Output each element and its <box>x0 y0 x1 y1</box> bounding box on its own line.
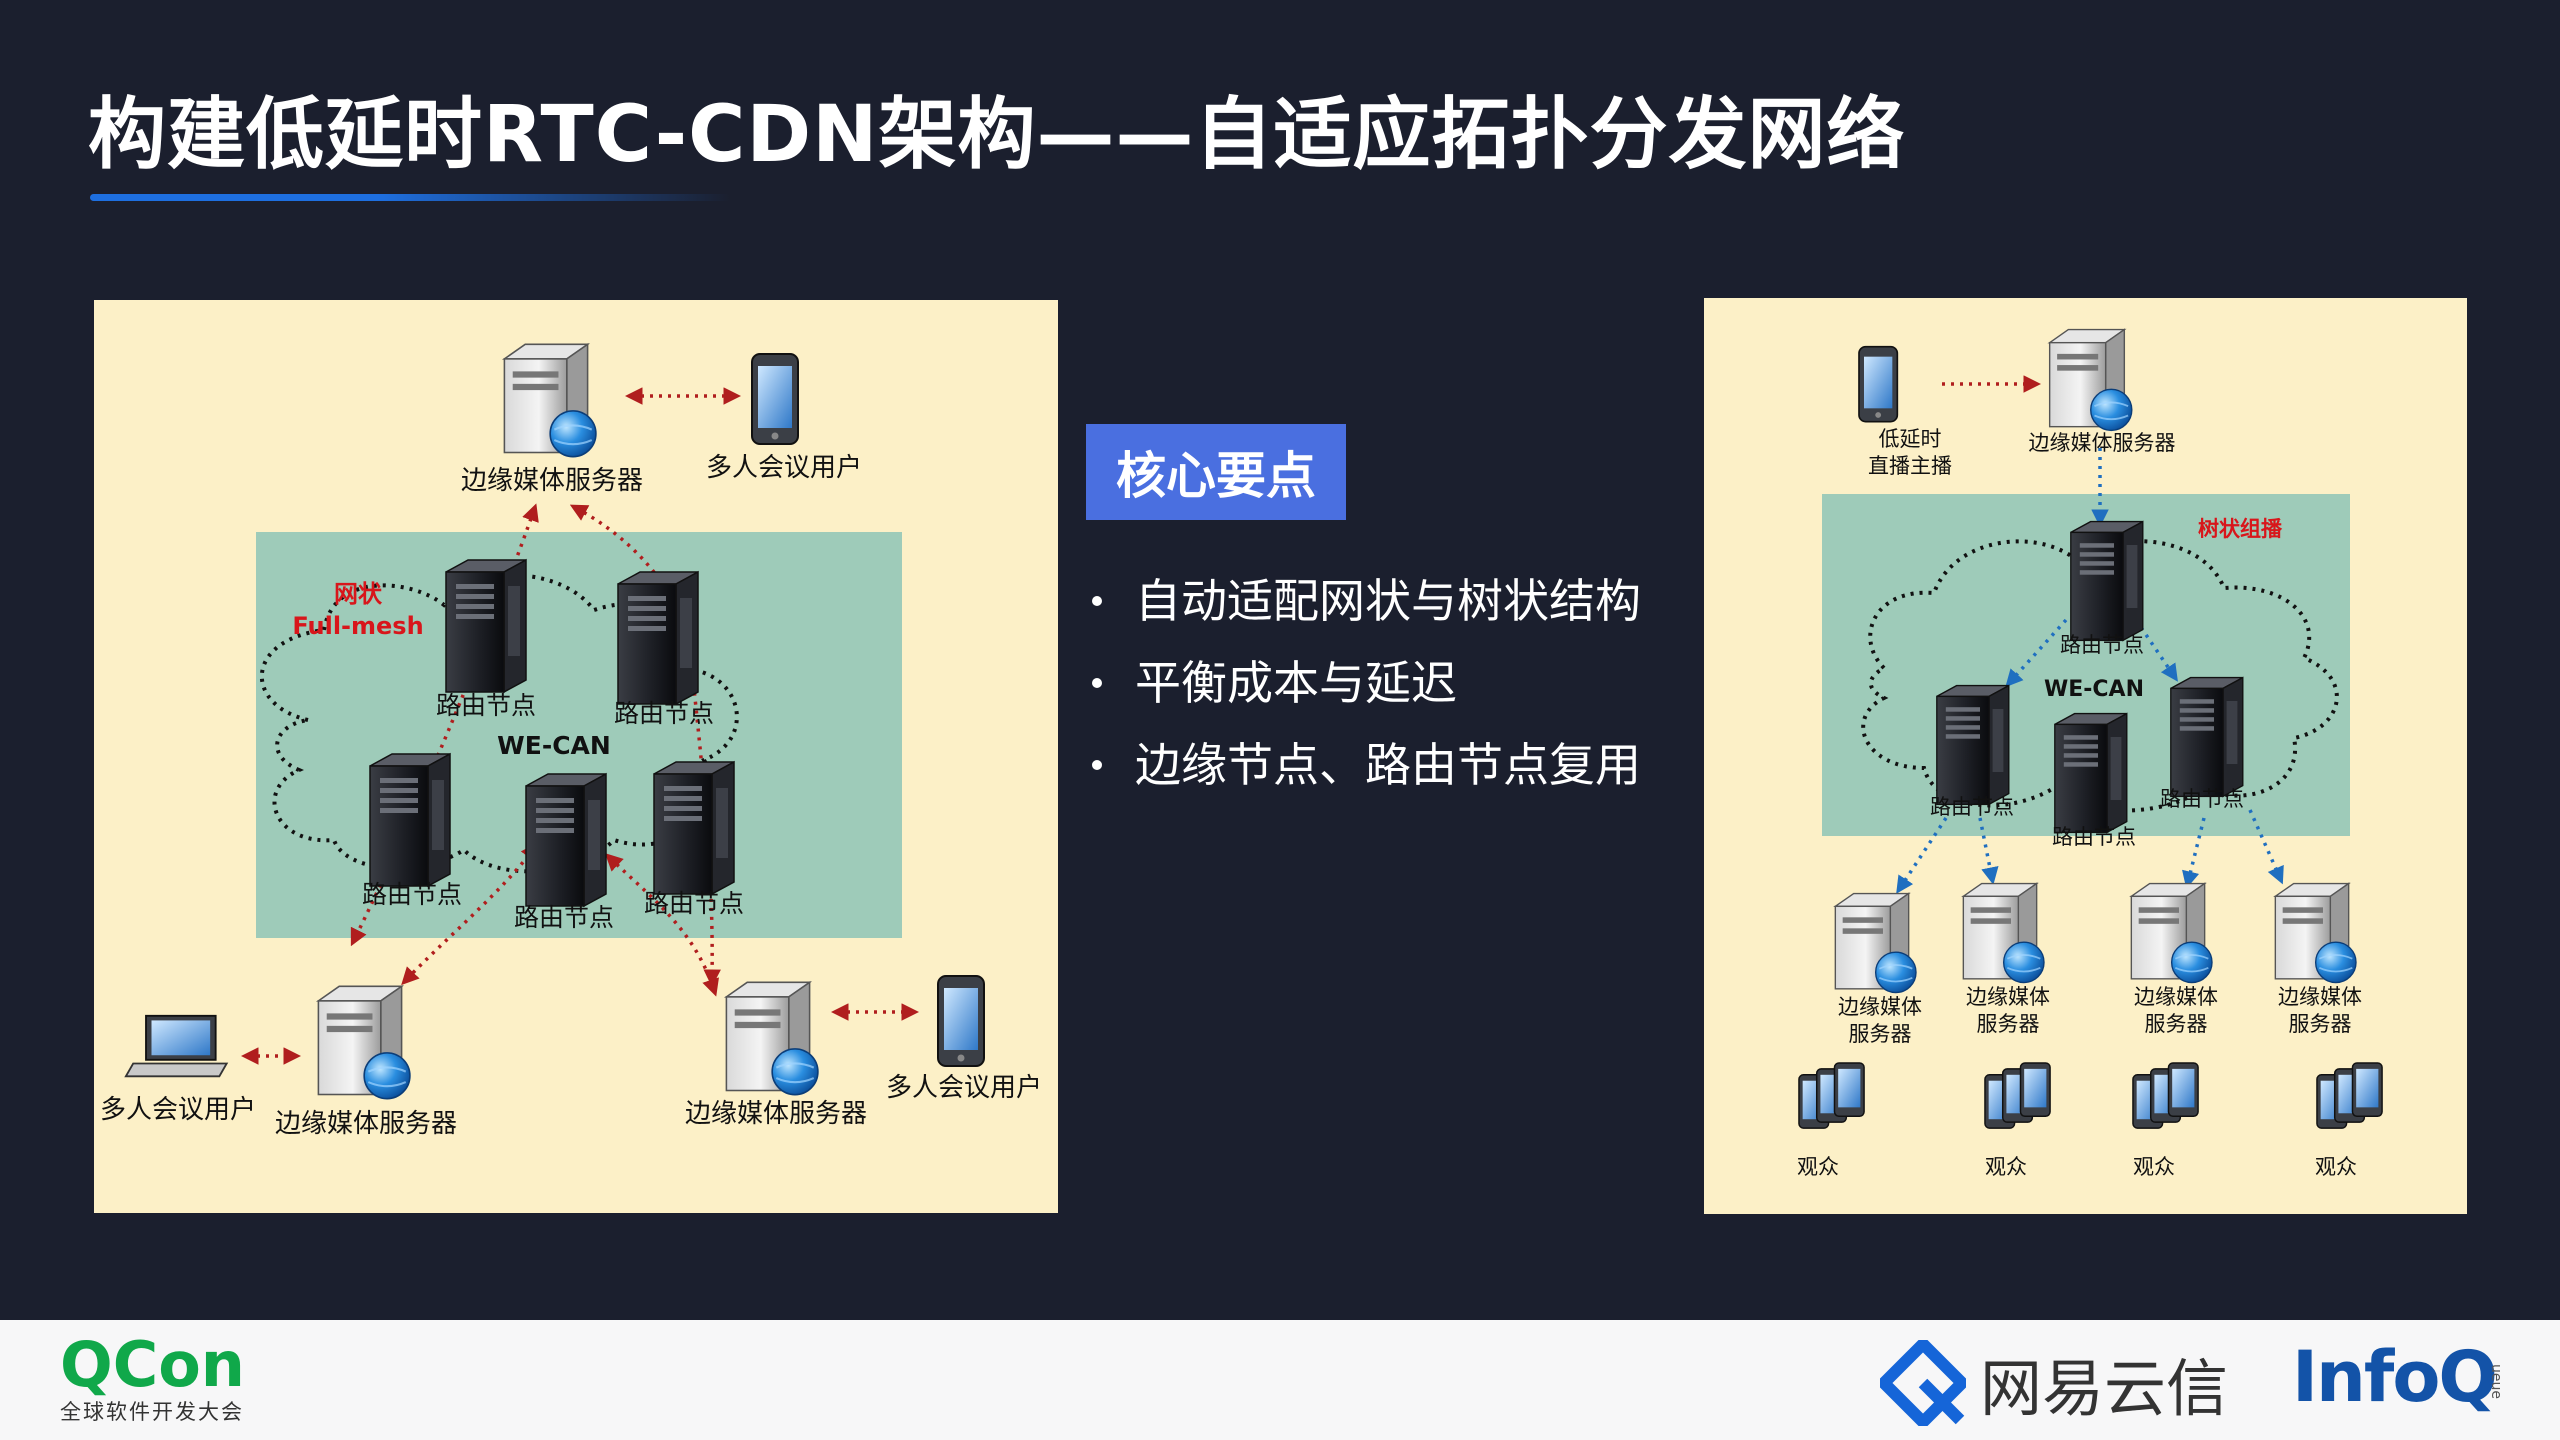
edge-server-icon <box>2048 328 2133 432</box>
router-server-icon <box>369 753 451 887</box>
key-point-item: 自动适配网状与树状结构 <box>1090 560 1641 642</box>
audience-label: 观众 <box>2133 1155 2175 1179</box>
edge-server-label: 服务器 <box>1977 1012 2040 1036</box>
audience-label: 观众 <box>2315 1155 2357 1179</box>
wecan-label: WE-CAN <box>497 731 611 760</box>
phone-icon <box>751 353 799 445</box>
edge-server-label: 边缘媒体服务器 <box>2029 431 2176 455</box>
router-label: 路由节点 <box>614 699 714 728</box>
router-label: 路由节点 <box>2060 633 2144 657</box>
audience-phones-icon <box>2316 1062 2383 1129</box>
infoq-logo: InfoQ ueue <box>2292 1336 2504 1418</box>
router-label: 路由节点 <box>1930 795 2014 819</box>
edge-server-label: 边缘媒体服务器 <box>275 1109 457 1139</box>
tree-multicast-label: 树状组播 <box>2198 517 2283 541</box>
bullet-dot <box>1092 678 1102 688</box>
edge-server-icon <box>2274 882 2357 984</box>
qcon-logo-word: QCon <box>60 1328 245 1401</box>
infoq-logo-word: InfoQ <box>2292 1336 2498 1418</box>
router-server-icon <box>653 761 735 895</box>
mesh-label: 网状 <box>334 580 383 608</box>
router-label: 路由节点 <box>644 889 744 918</box>
edge-server-icon <box>1834 892 1917 994</box>
full-mesh-label: Full-mesh <box>292 612 423 640</box>
router-server-icon <box>617 571 699 705</box>
host-phone-icon <box>1858 345 1899 423</box>
router-label: 路由节点 <box>362 880 462 909</box>
edge-server-label: 边缘媒体 <box>2134 985 2218 1009</box>
router-server-icon <box>525 773 607 907</box>
tree-multicast-diagram: 低延时 直播主播 边缘媒体服务器 树状组播 路由节点 WE-CAN 路由节点 路… <box>1797 328 2383 1179</box>
edge-server-label: 服务器 <box>2145 1012 2208 1036</box>
multi-user-label: 多人会议用户 <box>886 1073 1042 1103</box>
slide-title: 构建低延时RTC-CDN架构——自适应拓扑分发网络 <box>88 90 1906 180</box>
audience-label: 观众 <box>1985 1155 2027 1179</box>
full-mesh-diagram: 边缘媒体服务器 多人会议用户 网状 Full-mesh 路由节点 路由节点 WE… <box>100 343 1042 1139</box>
router-label: 路由节点 <box>2052 825 2136 849</box>
infoq-logo-side-text: ueue <box>2488 1364 2504 1399</box>
key-point-text: 平衡成本与延迟 <box>1135 656 1457 710</box>
footer-bar: QCon 全球软件开发大会 网易云信 InfoQ ueue <box>0 1320 2560 1440</box>
audience-phones-icon <box>1984 1062 2051 1129</box>
key-point-item: 边缘节点、路由节点复用 <box>1090 724 1641 806</box>
multi-user-label: 多人会议用户 <box>706 453 862 483</box>
router-server-icon <box>2070 520 2144 642</box>
network-cloud <box>1861 539 2339 813</box>
edge-server-icon <box>503 343 597 458</box>
multi-user-label: 多人会议用户 <box>100 1095 256 1125</box>
audience-phones-icon <box>2132 1062 2199 1129</box>
key-point-text: 自动适配网状与树状结构 <box>1135 574 1641 628</box>
wecan-label: WE-CAN <box>2044 677 2144 702</box>
tree-multicast-diagram-panel: 低延时 直播主播 边缘媒体服务器 树状组播 路由节点 WE-CAN 路由节点 路… <box>1704 298 2467 1214</box>
router-server-icon <box>2054 712 2128 834</box>
edge-server-icon <box>2130 882 2213 984</box>
edge-server-icon <box>317 985 411 1100</box>
router-label: 路由节点 <box>2160 787 2244 811</box>
edge-server-label: 边缘媒体 <box>2278 985 2362 1009</box>
key-points-badge: 核心要点 <box>1086 424 1346 520</box>
bullet-dot <box>1092 596 1102 606</box>
key-point-text: 边缘节点、路由节点复用 <box>1135 738 1641 792</box>
edge-server-label: 服务器 <box>1849 1022 1912 1046</box>
audience-label: 观众 <box>1797 1155 1839 1179</box>
edge-server-label: 边缘媒体 <box>1966 985 2050 1009</box>
router-server-icon <box>2170 676 2244 798</box>
edge-server-label: 边缘媒体服务器 <box>685 1099 867 1129</box>
host-label: 直播主播 <box>1868 454 1952 478</box>
phone-icon <box>937 975 985 1067</box>
full-mesh-diagram-panel: 边缘媒体服务器 多人会议用户 网状 Full-mesh 路由节点 路由节点 WE… <box>94 300 1058 1213</box>
qcon-logo-subtitle: 全球软件开发大会 <box>60 1400 244 1424</box>
audience-phones-icon <box>1798 1062 1865 1129</box>
host-label: 低延时 <box>1879 427 1942 451</box>
laptop-icon <box>124 1014 228 1078</box>
netease-yunxin-text: 网易云信 <box>1980 1352 2229 1425</box>
edge-server-label: 边缘媒体服务器 <box>461 466 643 496</box>
bullet-dot <box>1092 760 1102 770</box>
router-label: 路由节点 <box>514 903 614 932</box>
key-points-list: 自动适配网状与树状结构 平衡成本与延迟 边缘节点、路由节点复用 <box>1090 560 1641 806</box>
router-server-icon <box>1936 684 2010 806</box>
router-server-icon <box>445 559 527 693</box>
netease-yunxin-icon <box>1880 1340 1966 1426</box>
router-label: 路由节点 <box>436 691 536 720</box>
title-underline <box>90 194 730 201</box>
edge-server-icon <box>725 981 819 1096</box>
qcon-logo: QCon 全球软件开发大会 <box>60 1330 245 1426</box>
key-point-item: 平衡成本与延迟 <box>1090 642 1641 724</box>
edge-server-icon <box>1962 882 2045 984</box>
edge-server-label: 服务器 <box>2289 1012 2352 1036</box>
edge-server-label: 边缘媒体 <box>1838 995 1922 1019</box>
netease-yunxin-logo: 网易云信 <box>1880 1338 2228 1428</box>
